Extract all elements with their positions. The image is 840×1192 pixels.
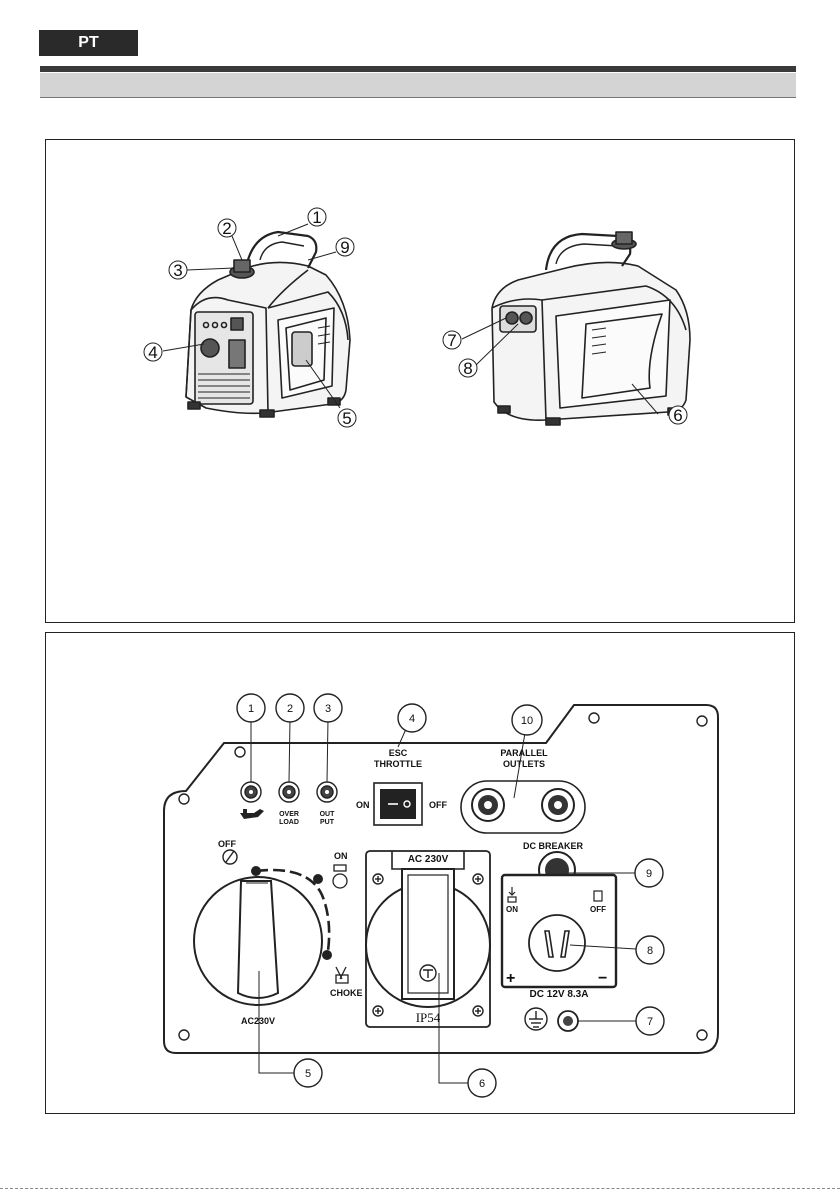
breaker-on-label: ON bbox=[506, 905, 518, 914]
section-title-band bbox=[40, 73, 796, 98]
indicator-lights bbox=[241, 782, 337, 802]
switch-off-label: OFF bbox=[429, 800, 447, 810]
callout-4: 4 bbox=[398, 704, 426, 732]
control-panel-diagram-panel: OVER LOAD OUT PUT ESC THROTTLE ON OFF PA… bbox=[45, 632, 795, 1114]
generator-views-figure: 1 2 3 9 4 5 7 8 6 bbox=[46, 140, 796, 624]
callout-4: 4 bbox=[144, 343, 162, 362]
dc-spec-label: DC 12V 8.3A bbox=[530, 989, 589, 1000]
svg-text:3: 3 bbox=[325, 703, 331, 715]
callout-8: 8 bbox=[459, 359, 477, 378]
generator-rear-view bbox=[492, 232, 690, 425]
ac-230v-socket[interactable] bbox=[366, 851, 490, 1027]
choke-label: CHOKE bbox=[330, 988, 363, 998]
dc-plus-label: + bbox=[506, 970, 515, 987]
parallel-outlets[interactable] bbox=[461, 781, 585, 833]
ground-terminal[interactable] bbox=[558, 1011, 578, 1031]
svg-text:10: 10 bbox=[521, 715, 533, 727]
svg-text:7: 7 bbox=[647, 1016, 653, 1028]
callout-1: 1 bbox=[237, 694, 265, 722]
breaker-off-label: OFF bbox=[590, 905, 606, 914]
svg-text:2: 2 bbox=[287, 703, 293, 715]
ac-dial-label: AC230V bbox=[241, 1016, 275, 1026]
svg-text:7: 7 bbox=[447, 331, 456, 350]
oil-warning-light bbox=[241, 782, 261, 802]
generator-views-panel: 1 2 3 9 4 5 7 8 6 bbox=[45, 139, 795, 623]
language-badge: PT bbox=[39, 30, 138, 56]
callout-9: 9 bbox=[336, 238, 354, 257]
callout-3: 3 bbox=[169, 261, 187, 280]
output-label-2: PUT bbox=[320, 819, 335, 826]
callout-9: 9 bbox=[635, 859, 663, 887]
svg-text:2: 2 bbox=[222, 219, 231, 238]
svg-text:3: 3 bbox=[173, 261, 182, 280]
fuel-dial[interactable] bbox=[194, 877, 322, 1005]
svg-text:6: 6 bbox=[479, 1078, 485, 1090]
header-rule bbox=[40, 66, 796, 72]
callout-8: 8 bbox=[636, 936, 664, 964]
ground-symbol-icon bbox=[525, 1008, 547, 1030]
callout-10: 10 bbox=[512, 705, 542, 735]
svg-text:8: 8 bbox=[463, 359, 472, 378]
svg-text:5: 5 bbox=[305, 1068, 311, 1080]
ac-socket-title: AC 230V bbox=[408, 854, 449, 865]
callout-2: 2 bbox=[218, 219, 236, 238]
overload-light bbox=[279, 782, 299, 802]
svg-text:5: 5 bbox=[342, 409, 351, 428]
callout-7: 7 bbox=[443, 331, 461, 350]
over-load-label-1: OVER bbox=[279, 811, 299, 818]
generator-front-view bbox=[186, 232, 350, 417]
dc-breaker-label: DC BREAKER bbox=[523, 841, 584, 851]
svg-text:4: 4 bbox=[148, 343, 157, 362]
throttle-label: THROTTLE bbox=[374, 759, 422, 769]
svg-text:1: 1 bbox=[312, 208, 321, 227]
output-label-1: OUT bbox=[320, 811, 336, 818]
callout-3: 3 bbox=[314, 694, 342, 722]
svg-text:9: 9 bbox=[340, 238, 349, 257]
dc-minus-label: − bbox=[598, 970, 607, 987]
svg-text:1: 1 bbox=[248, 703, 254, 715]
ip-rating-label: IP54 bbox=[416, 1010, 441, 1025]
esc-throttle-switch[interactable] bbox=[374, 783, 422, 825]
output-light bbox=[317, 782, 337, 802]
svg-text:9: 9 bbox=[646, 868, 652, 880]
parallel-label: PARALLEL bbox=[500, 748, 548, 758]
svg-text:6: 6 bbox=[673, 406, 682, 425]
dial-off-label: OFF bbox=[218, 839, 236, 849]
outlets-label: OUTLETS bbox=[503, 759, 545, 769]
callout-2: 2 bbox=[276, 694, 304, 722]
svg-text:8: 8 bbox=[647, 945, 653, 957]
callout-6: 6 bbox=[468, 1069, 496, 1097]
control-panel-diagram: OVER LOAD OUT PUT ESC THROTTLE ON OFF PA… bbox=[46, 633, 796, 1115]
svg-text:4: 4 bbox=[409, 713, 415, 725]
switch-on-label: ON bbox=[356, 800, 370, 810]
bottom-dashed-line bbox=[0, 1188, 840, 1189]
fuel-off-icon bbox=[223, 850, 237, 864]
esc-label: ESC bbox=[389, 748, 408, 758]
callout-7: 7 bbox=[636, 1007, 664, 1035]
callout-5: 5 bbox=[338, 409, 356, 428]
breaker-off-icon bbox=[594, 891, 602, 901]
callout-1: 1 bbox=[308, 208, 326, 227]
callout-5: 5 bbox=[294, 1059, 322, 1087]
over-load-label-2: LOAD bbox=[279, 819, 299, 826]
dial-on-label: ON bbox=[334, 851, 348, 861]
fuel-on-icon bbox=[333, 865, 347, 888]
callout-6: 6 bbox=[669, 406, 687, 425]
